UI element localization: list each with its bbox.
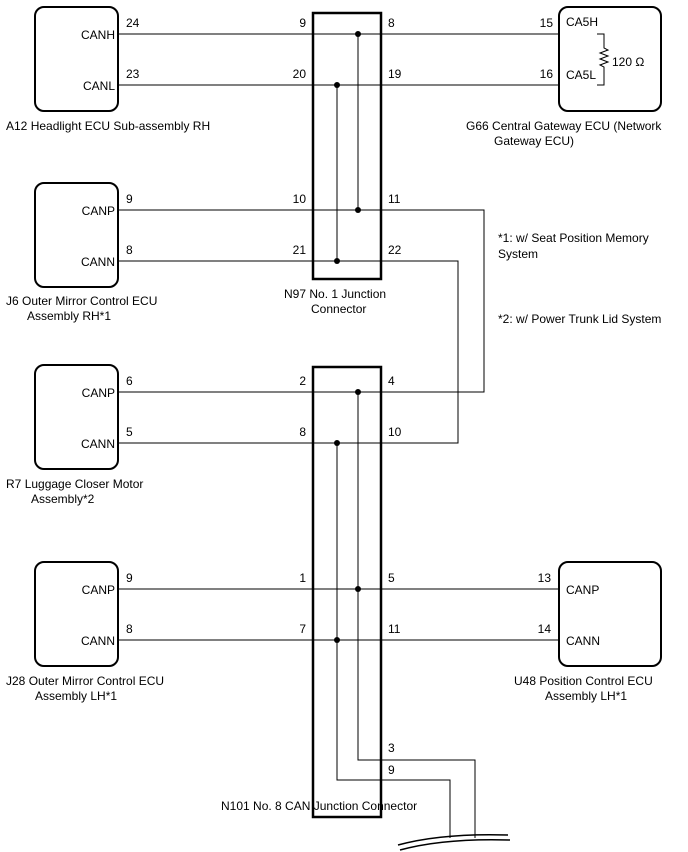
n97-caption-line2: Connector xyxy=(311,302,366,316)
junction-pins-right: 8 19 11 22 4 10 5 11 3 9 xyxy=(388,16,402,777)
pin-number: 9 xyxy=(388,763,395,777)
splice-dot xyxy=(355,389,361,395)
j6-caption: J6 Outer Mirror Control ECU xyxy=(6,294,157,308)
junction-internals xyxy=(313,33,381,781)
note-power-trunk: *2: w/ Power Trunk Lid System xyxy=(498,312,661,326)
pin-number: 11 xyxy=(388,622,401,636)
splice-dot xyxy=(355,31,361,37)
pin-number: 9 xyxy=(126,571,133,585)
n97-caption: N97 No. 1 Junction xyxy=(284,287,386,301)
splice-dot xyxy=(334,82,340,88)
splice-dot xyxy=(334,440,340,446)
notes: *1: w/ Seat Position Memory System *2: w… xyxy=(498,231,661,326)
pin-label: CANN xyxy=(81,437,115,451)
junction-pins-left: 9 20 10 21 2 8 1 7 xyxy=(293,16,307,636)
a12-caption: A12 Headlight ECU Sub-assembly RH xyxy=(6,119,210,133)
pin-number: 7 xyxy=(299,622,306,636)
j28-caption-line2: Assembly LH*1 xyxy=(35,689,117,703)
pin-label: CANN xyxy=(81,634,115,648)
ecu-pin-labels-right: CA5H CA5L CANP CANN xyxy=(566,15,600,648)
r7-ecu-box xyxy=(34,364,119,470)
g66-ecu-box xyxy=(558,6,662,112)
splice-dots xyxy=(334,31,361,643)
terminating-resistor: 120 Ω xyxy=(597,33,644,86)
pin-number: 1 xyxy=(299,571,306,585)
u48-caption: U48 Position Control ECU xyxy=(514,674,653,688)
pin-number: 8 xyxy=(388,16,395,30)
pin-number: 8 xyxy=(299,425,306,439)
g66-caption-line2: Gateway ECU) xyxy=(494,134,574,148)
pin-label: CANP xyxy=(566,583,599,597)
pin-number: 20 xyxy=(293,67,307,81)
ecu-pin-numbers-right: 15 16 13 14 xyxy=(538,16,554,636)
wire-break-symbol xyxy=(397,833,511,851)
pin-label: CANL xyxy=(83,79,115,93)
r7-caption: R7 Luggage Closer Motor xyxy=(6,477,143,491)
pin-number: 4 xyxy=(388,374,395,388)
splice-dot xyxy=(334,258,340,264)
pin-number: 8 xyxy=(126,243,133,257)
pin-number: 5 xyxy=(388,571,395,585)
splice-dot xyxy=(355,207,361,213)
n97-connector-box xyxy=(311,11,383,281)
j6-ecu-box xyxy=(34,182,119,288)
pin-number: 9 xyxy=(299,16,306,30)
pin-label: CANP xyxy=(82,204,115,218)
splice-dot xyxy=(334,637,340,643)
pin-number: 10 xyxy=(293,192,307,206)
pin-number: 14 xyxy=(538,622,552,636)
pin-number: 2 xyxy=(299,374,306,388)
pin-number: 19 xyxy=(388,67,402,81)
pin-number: 6 xyxy=(126,374,133,388)
n101-connector-box xyxy=(311,365,383,819)
pin-number: 23 xyxy=(126,67,140,81)
resistor-value: 120 Ω xyxy=(612,55,644,69)
pin-number: 21 xyxy=(293,243,307,257)
pin-label: CA5H xyxy=(566,15,598,29)
note-seat-memory-line2: System xyxy=(498,247,538,261)
wire-n97-22-to-n101-10 xyxy=(381,260,459,444)
pin-number: 24 xyxy=(126,16,140,30)
ecu-pin-numbers: 24 23 9 8 6 5 9 8 xyxy=(126,16,140,636)
u48-caption-line2: Assembly LH*1 xyxy=(545,689,627,703)
pin-label: CA5L xyxy=(566,68,596,82)
captions: A12 Headlight ECU Sub-assembly RH G66 Ce… xyxy=(6,119,662,813)
n101-caption: N101 No. 8 CAN Junction Connector xyxy=(221,799,417,813)
pin-label: CANN xyxy=(566,634,600,648)
j6-caption-line2: Assembly RH*1 xyxy=(27,309,111,323)
pin-label: CANH xyxy=(81,28,115,42)
u48-ecu-box xyxy=(558,561,662,667)
pin-number: 3 xyxy=(388,741,395,755)
j28-caption: J28 Outer Mirror Control ECU xyxy=(6,674,164,688)
wire-n97-11-to-n101-4 xyxy=(381,209,485,393)
pin-number: 13 xyxy=(538,571,552,585)
note-seat-memory: *1: w/ Seat Position Memory xyxy=(498,231,649,245)
pin-number: 22 xyxy=(388,243,402,257)
pin-label: CANP xyxy=(82,386,115,400)
pin-label: CANP xyxy=(82,583,115,597)
splice-dot xyxy=(355,586,361,592)
a12-ecu-box xyxy=(34,6,119,112)
pin-number: 10 xyxy=(388,425,402,439)
pin-number: 9 xyxy=(126,192,133,206)
pin-number: 11 xyxy=(388,192,401,206)
pin-number: 5 xyxy=(126,425,133,439)
g66-caption: G66 Central Gateway ECU (Network xyxy=(466,119,662,133)
pin-number: 15 xyxy=(540,16,554,30)
pin-number: 16 xyxy=(540,67,554,81)
j28-ecu-box xyxy=(34,561,119,667)
ecu-pin-labels-left: CANH CANL CANP CANN CANP CANN CANP CANN xyxy=(81,28,115,648)
pin-label: CANN xyxy=(81,255,115,269)
r7-caption-line2: Assembly*2 xyxy=(31,492,95,506)
pin-number: 8 xyxy=(126,622,133,636)
